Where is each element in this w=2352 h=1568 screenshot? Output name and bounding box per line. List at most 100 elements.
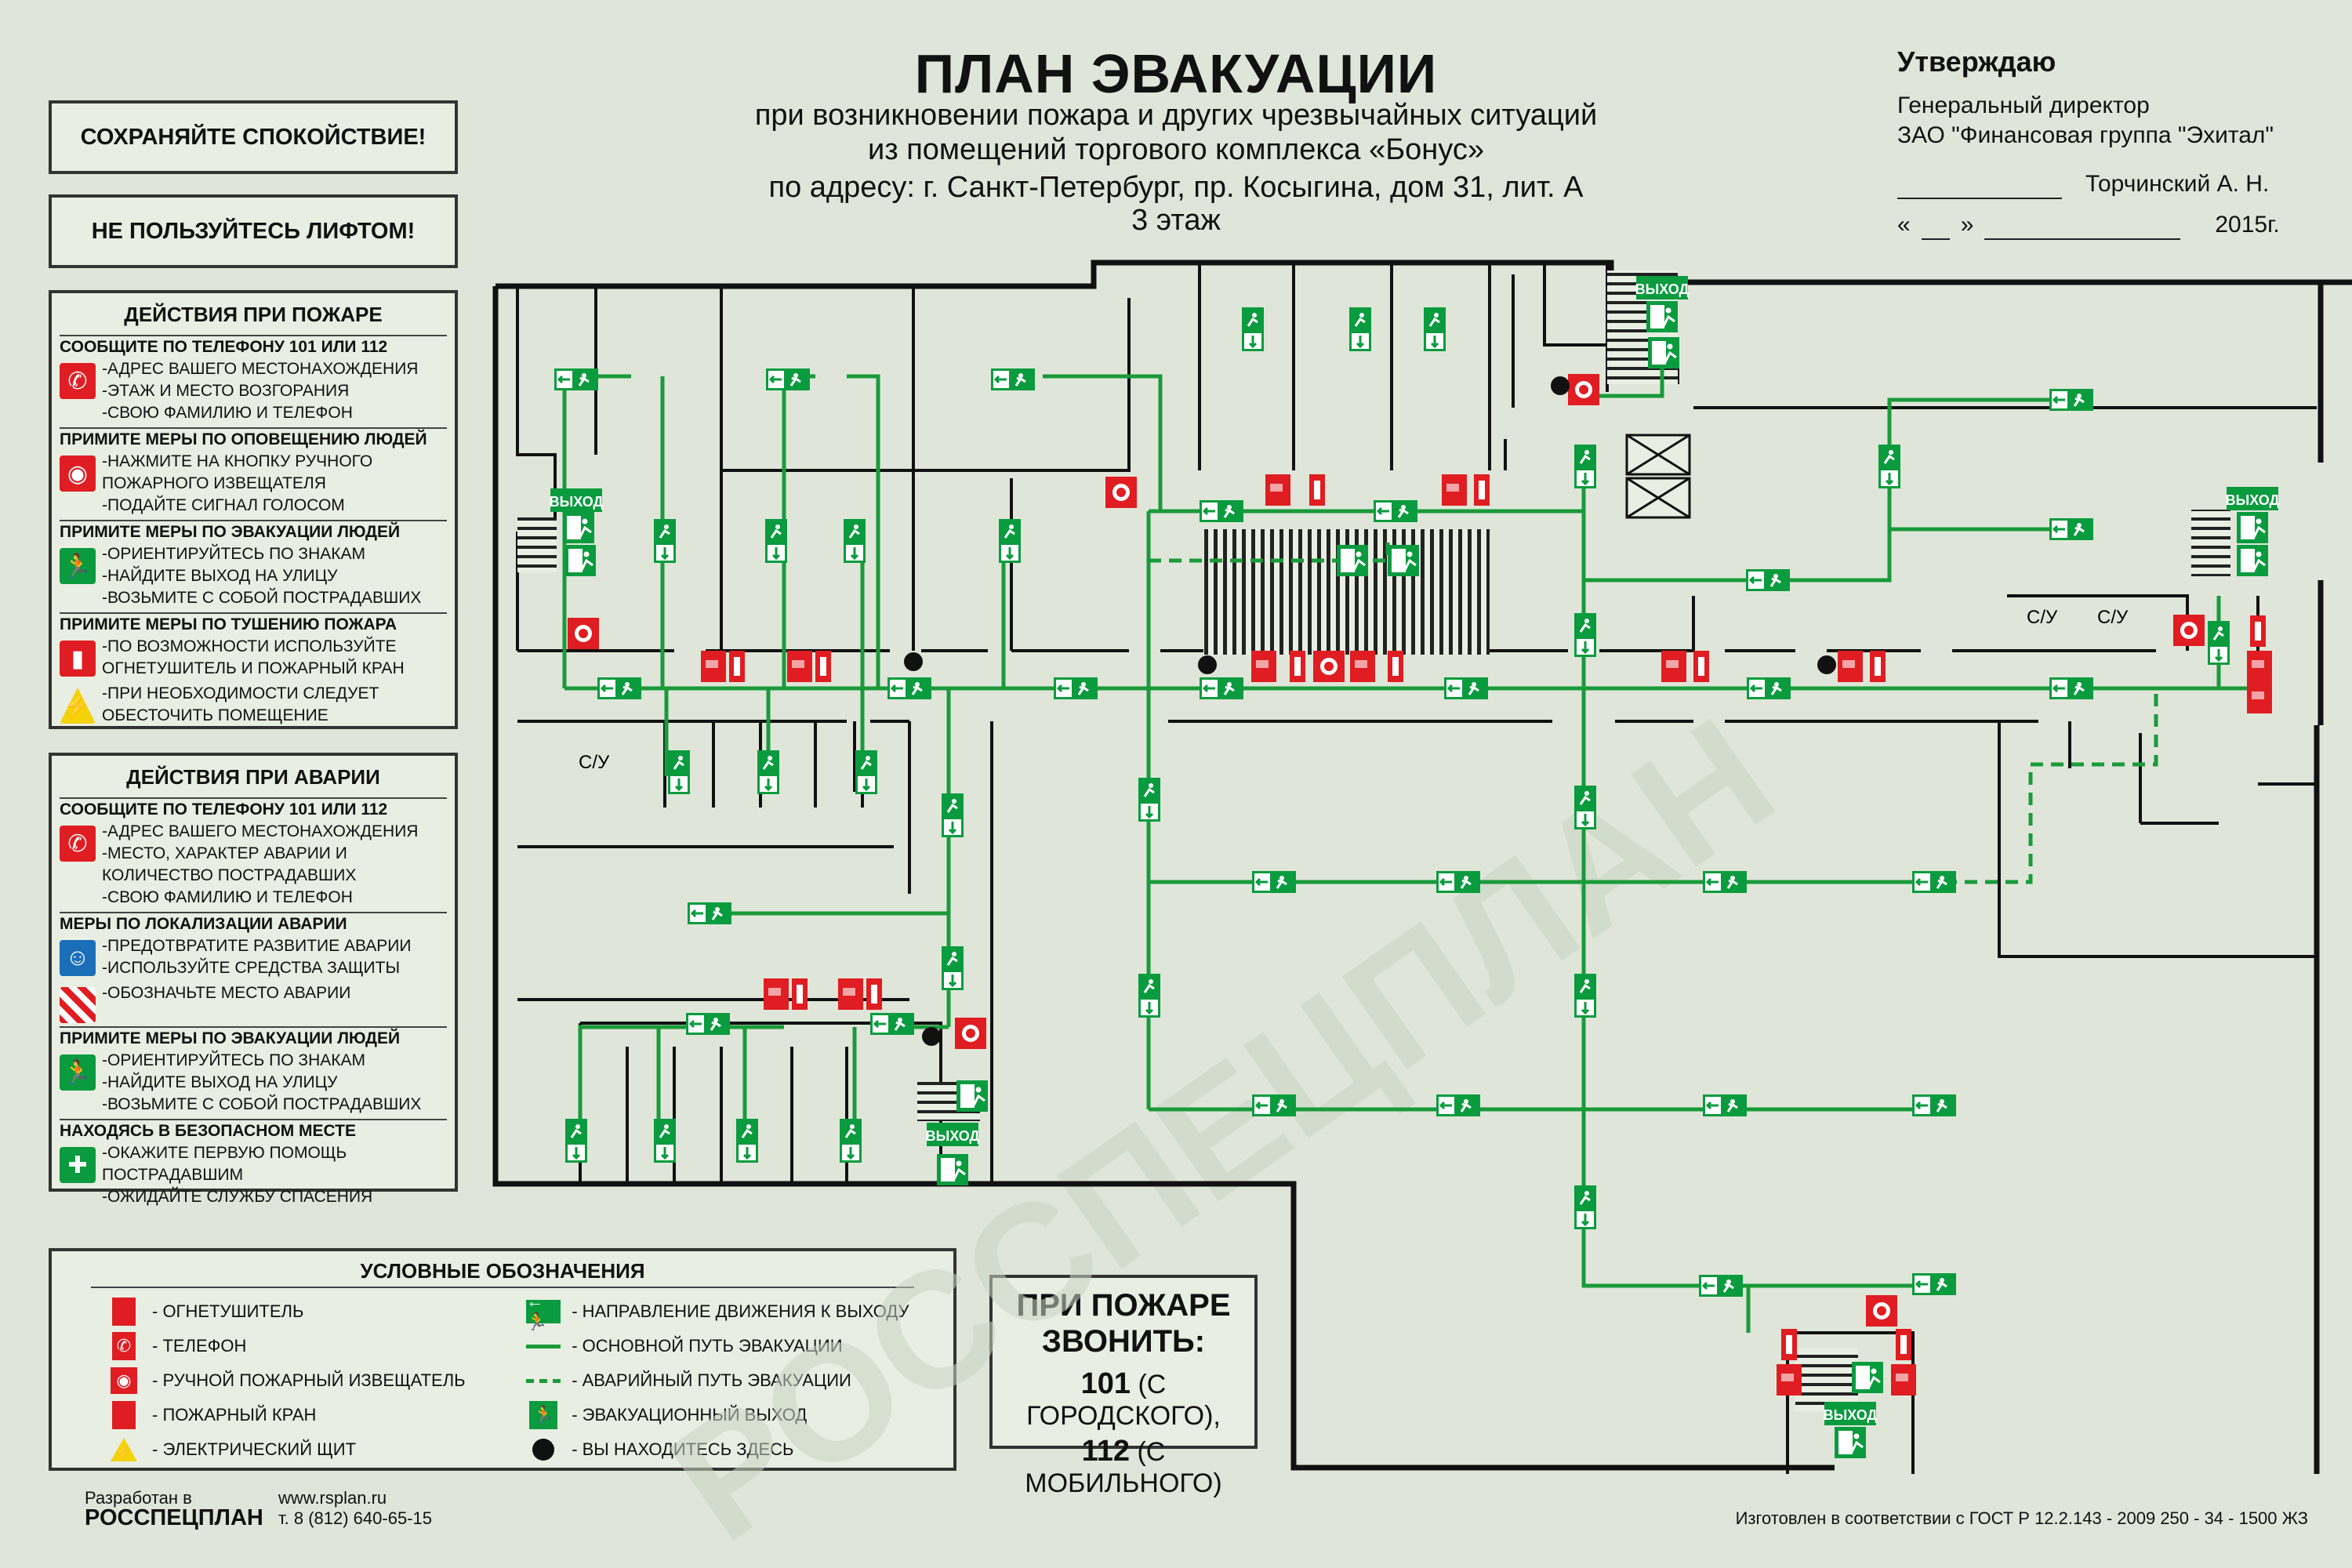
accident-group-evacuate: ПРИМИТЕ МЕРЫ ПО ЭВАКУАЦИИ ЛЮДЕЙ 🏃 -ОРИЕН…	[60, 1026, 447, 1116]
stairwell-bottom	[1795, 1348, 1858, 1411]
legend-heading: УСЛОВНЫЕ ОБОЗНАЧЕНИЯ	[91, 1259, 914, 1288]
alarm-button-icon: ◉	[60, 456, 96, 492]
direction-sign	[1435, 869, 1482, 895]
protection-icon: ☺	[60, 940, 96, 976]
direction-sign	[666, 749, 691, 796]
you-are-here-dot	[904, 652, 923, 671]
plan-title: ПЛАН ЭВАКУАЦИИ	[914, 43, 1438, 104]
exit-sign	[1645, 299, 1679, 334]
action-line: -ПО ВОЗМОЖНОСТИ ИСПОЛЬЗУЙТЕ	[102, 637, 397, 655]
elevators	[1625, 434, 1691, 519]
direction-sign	[1911, 1272, 1958, 1297]
extinguisher-icon	[792, 978, 808, 1010]
fire-hydrant-icon	[838, 978, 863, 1010]
you-are-here-dot	[532, 1439, 555, 1461]
direction-sign	[735, 1117, 760, 1164]
exit-sign	[1646, 336, 1681, 370]
fire-hydrant-icon	[1777, 1364, 1802, 1396]
direction-sign	[1744, 568, 1791, 593]
exit-sign	[1850, 1360, 1885, 1395]
legend-label: - ЭЛЕКТРИЧЕСКИЙ ЩИТ	[152, 1439, 357, 1459]
stairwell-left	[517, 517, 557, 572]
you-are-here-dot	[1551, 376, 1570, 395]
fire-actions-heading: ДЕЙСТВИЯ ПРИ ПОЖАРЕ	[124, 303, 383, 326]
fire-group-extinguish: ПРИМИТЕ МЕРЫ ПО ТУШЕНИЮ ПОЖАРА ▮ -ПО ВОЗ…	[60, 612, 447, 727]
direction-sign	[2048, 517, 2095, 542]
action-line: -НАЖМИТЕ НА КНОПКУ РУЧНОГО	[102, 452, 373, 470]
direction-sign	[1372, 499, 1419, 524]
action-line: -ВОЗЬМИТЕ С СОБОЙ ПОСТРАДАВШИХ	[102, 589, 422, 607]
first-aid-icon: ✚	[60, 1147, 96, 1183]
direction-sign	[940, 945, 965, 992]
group-title: ПРИМИТЕ МЕРЫ ПО ОПОВЕЩЕНИЮ ЛЮДЕЙ	[60, 427, 447, 449]
action-line: -ПРЕДОТВРАТИТЕ РАЗВИТИЕ АВАРИИ	[102, 937, 412, 955]
accident-actions-panel: ДЕЙСТВИЯ ПРИ АВАРИИ СООБЩИТЕ ПО ТЕЛЕФОНУ…	[49, 753, 458, 1206]
accident-actions-heading: ДЕЙСТВИЯ ПРИ АВАРИИ	[126, 765, 380, 789]
mobile-label: (С МОБИЛЬНОГО)	[1025, 1437, 1222, 1498]
direction-sign	[1198, 676, 1245, 701]
action-line: КОЛИЧЕСТВО ПОСТРАДАВШИХ	[102, 866, 357, 884]
action-line: -ОРИЕНТИРУЙТЕСЬ ПО ЗНАКАМ	[102, 545, 365, 563]
wc-label: С/У	[579, 752, 610, 773]
fire-call-heading-2: ЗВОНИТЬ:	[1041, 1324, 1206, 1359]
phone-icon: ✆	[60, 826, 96, 862]
exit-sign	[563, 543, 597, 578]
approval-year: 2015г.	[2215, 212, 2280, 238]
phone-icon: ✆	[112, 1332, 136, 1360]
group-title: ПРИМИТЕ МЕРЫ ПО ЭВАКУАЦИИ ЛЮДЕЙ	[60, 1026, 447, 1048]
direction-sign	[596, 676, 643, 701]
exit-sign	[2235, 543, 2270, 578]
fire-hydrant-icon	[701, 651, 726, 682]
direction-sign	[684, 1011, 731, 1036]
action-line: ОГНЕТУШИТЕЛЬ И ПОЖАРНЫЙ КРАН	[102, 659, 405, 677]
direction-sign	[756, 749, 781, 796]
fire-hydrant-icon	[1265, 474, 1290, 506]
you-are-here-dot	[922, 1027, 941, 1046]
fire-call-box: ПРИ ПОЖАРЕ ЗВОНИТЬ: 101 (С ГОРОДСКОГО), …	[989, 1275, 1258, 1498]
fire-hydrant-icon	[1838, 651, 1863, 682]
fire-actions-panel: ДЕЙСТВИЯ ПРИ ПОЖАРЕ СООБЩИТЕ ПО ТЕЛЕФОНУ…	[49, 290, 458, 729]
action-line: -ОКАЖИТЕ ПЕРВУЮ ПОМОЩЬ	[102, 1144, 347, 1162]
direction-arrow-icon: ←🏃	[526, 1291, 561, 1331]
action-line: -НАЙДИТЕ ВЫХОД НА УЛИЦУ	[102, 1073, 338, 1091]
group-title: ПРИМИТЕ МЕРЫ ПО ЭВАКУАЦИИ ЛЮДЕЙ	[60, 520, 447, 542]
direction-sign	[652, 1117, 677, 1164]
alarm-button-icon: ◉	[111, 1367, 137, 1394]
direction-sign	[1911, 1093, 1958, 1118]
exit-label: ВЫХОД	[926, 1128, 980, 1144]
fire-group-evacuate: ПРИМИТЕ МЕРЫ ПО ЭВАКУАЦИИ ЛЮДЕЙ 🏃 -ОРИЕН…	[60, 520, 447, 609]
exit-signs	[561, 299, 2270, 1460]
keep-calm-box: СОХРАНЯЙТЕ СПОКОЙСТВИЕ!	[49, 100, 458, 174]
direction-sign	[764, 517, 789, 564]
exit-sign	[1386, 543, 1421, 578]
fire-hydrant-icon	[2247, 651, 2272, 682]
emergency-route-line	[526, 1378, 561, 1383]
direction-sign	[1911, 869, 1958, 895]
watermark: РОССПЕЦПЛАН	[639, 683, 1804, 1568]
extinguisher-icon	[1870, 651, 1886, 682]
approval-block: Утверждаю Генеральный директор ЗАО "Фина…	[1897, 47, 2336, 240]
legend-box: УСЛОВНЫЕ ОБОЗНАЧЕНИЯ - ОГНЕТУШИТЕЛЬ ✆- Т…	[49, 1248, 956, 1471]
group-title: ПРИМИТЕ МЕРЫ ПО ТУШЕНИЮ ПОЖАРА	[60, 612, 447, 634]
group-title: СООБЩИТЕ ПО ТЕЛЕФОНУ 101 ИЛИ 112	[60, 335, 447, 357]
action-line: ОБЕСТОЧИТЬ ПОМЕЩЕНИЕ	[102, 706, 328, 724]
accident-group-call: СООБЩИТЕ ПО ТЕЛЕФОНУ 101 ИЛИ 112 ✆ -АДРЕ…	[60, 797, 447, 909]
direction-sign	[842, 517, 867, 564]
direction-sign	[1701, 869, 1748, 895]
direction-sign	[940, 792, 965, 839]
exit-icon: 🏃	[529, 1401, 558, 1429]
direction-sign	[1422, 306, 1447, 353]
group-title: НАХОДЯСЬ В БЕЗОПАСНОМ МЕСТЕ	[60, 1119, 447, 1141]
direction-sign	[869, 1011, 916, 1036]
exit-label: ВЫХОД	[550, 494, 604, 510]
direction-sign	[2206, 619, 2231, 666]
extinguisher-icon	[1474, 474, 1490, 506]
direction-sign	[553, 367, 600, 392]
direction-sign	[1697, 1273, 1744, 1298]
exit-sign	[935, 1152, 970, 1187]
wc-label: С/У	[2027, 607, 2058, 628]
action-line: ПОЖАРНОГО ИЗВЕЩАТЕЛЯ	[102, 474, 326, 492]
action-line: -ОБОЗНАЧЬТЕ МЕСТО АВАРИИ	[102, 984, 351, 1002]
hazard-stripes-icon	[60, 987, 96, 1023]
